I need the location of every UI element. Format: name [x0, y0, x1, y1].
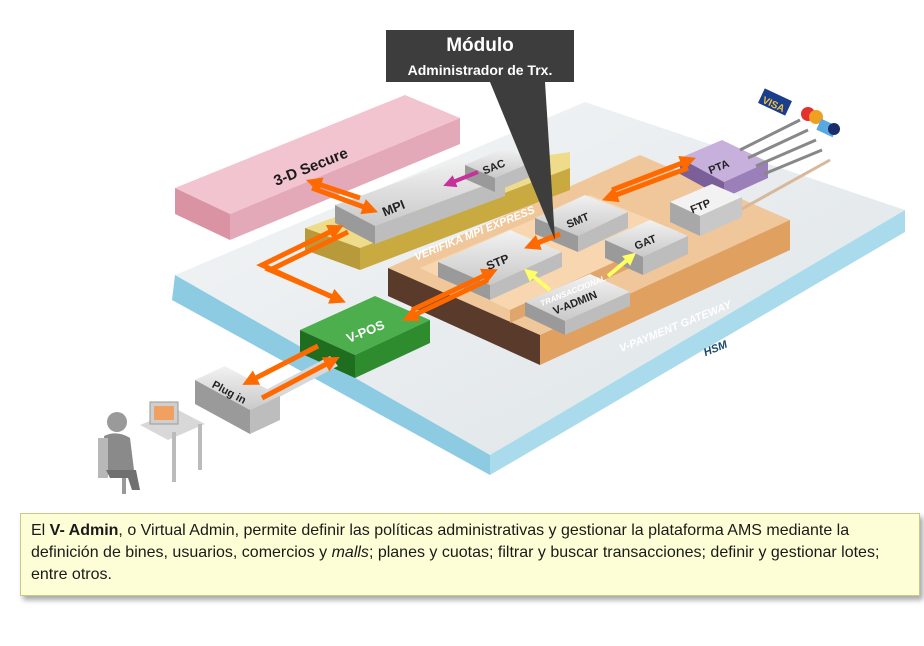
info-text-part2: ; planes y cuotas; filtrar y buscar tran…	[31, 544, 880, 583]
ftp-cable	[739, 158, 831, 212]
arrow-mpi-to-3ds	[305, 177, 361, 201]
user-at-desk-icon	[98, 401, 205, 494]
callout-title: Módulo	[446, 35, 514, 56]
ftp-block	[670, 184, 742, 236]
arrow-vadmin-to-gat	[606, 252, 636, 278]
three-d-secure-block	[175, 95, 460, 240]
arrow-plugin-to-vpos	[260, 357, 340, 401]
arrow-vpos-to-mpi-b	[256, 225, 344, 299]
info-vadmin-name: V- Admin	[49, 522, 119, 539]
plugin-block	[195, 366, 280, 434]
arrow-sac-to-mpi	[443, 170, 479, 188]
vpos-block	[300, 296, 430, 378]
info-box: El V- Admin, o Virtual Admin, permite de…	[20, 513, 920, 596]
callout-subtitle: Administrador de Trx.	[407, 62, 553, 78]
arrow-vpos-to-plugin	[242, 343, 320, 385]
arrow-stp-to-vpos	[402, 277, 490, 322]
sac-block	[465, 148, 535, 192]
arrow-vpos-to-stp	[410, 268, 498, 313]
arrow-pta-to-smt	[602, 165, 689, 203]
info-malls: malls	[331, 544, 369, 561]
card-logos: VISA	[758, 88, 840, 138]
arrow-smt-to-stp	[524, 231, 561, 250]
vadmin-block	[525, 274, 630, 335]
info-text-part1: , o Virtual Admin, permite definir las p…	[31, 522, 850, 561]
info-prefix: El	[31, 522, 50, 539]
callout-bubble	[386, 30, 574, 240]
arrow-smt-to-pta	[611, 155, 696, 193]
arrow-vadmin-to-stp	[524, 268, 552, 292]
flow-arrows	[242, 155, 696, 401]
